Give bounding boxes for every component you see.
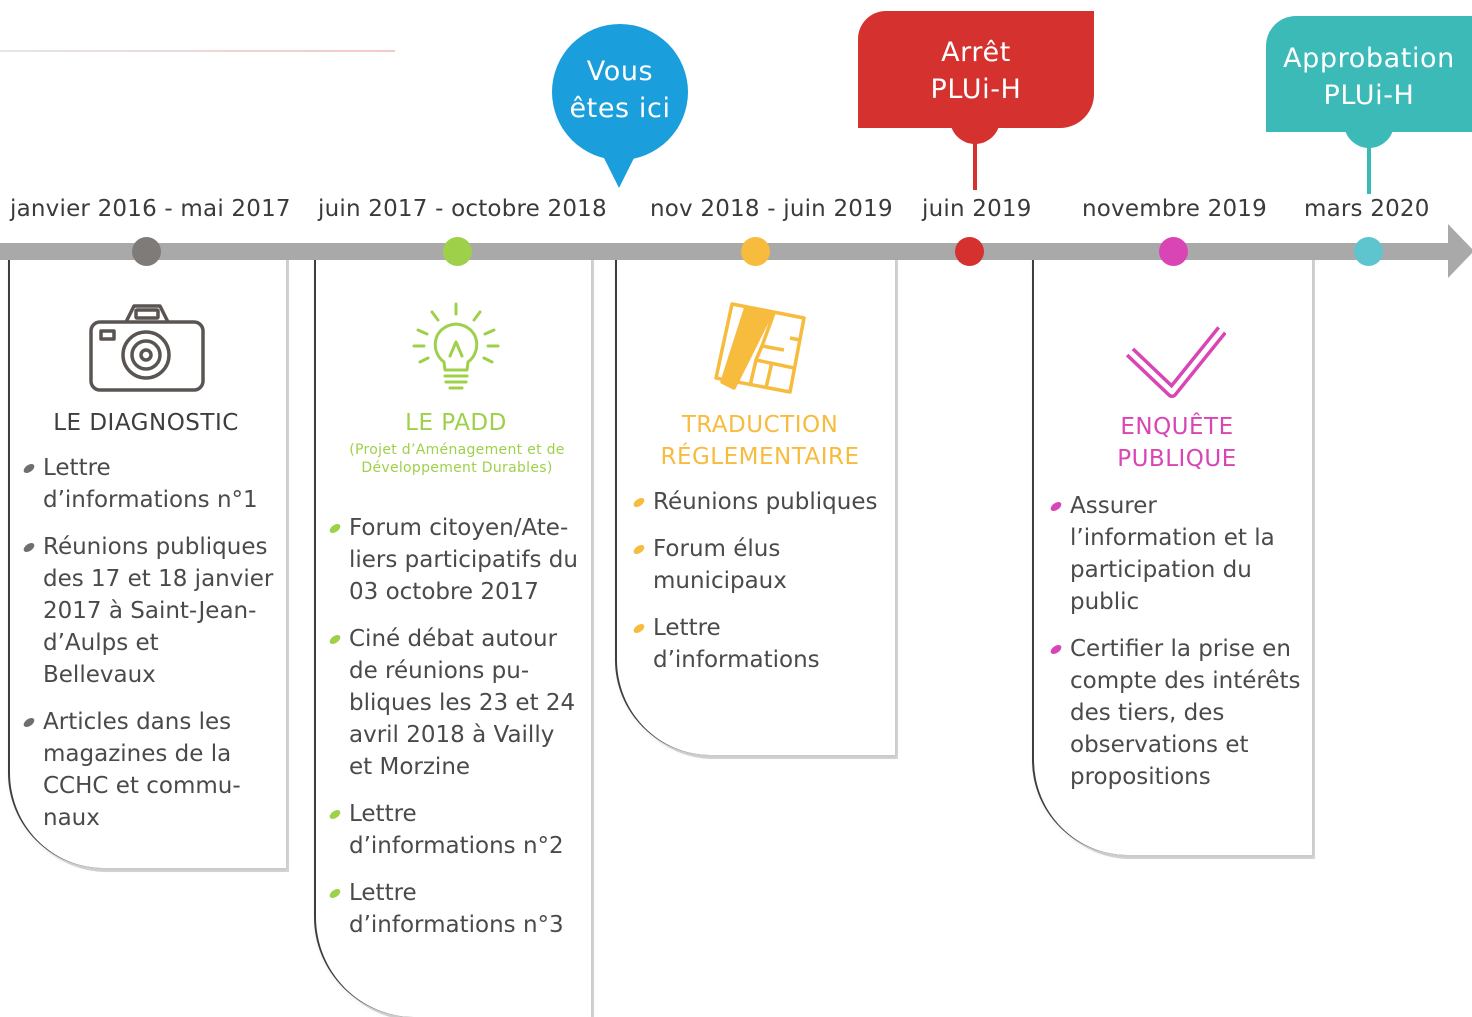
arret-flag-joint [950,118,1000,144]
timeline-dot-traduction [741,237,770,266]
list-item: Ciné débat autour de réunions pu-bliques… [328,623,583,783]
diagnostic-list: Lettre d’informations n°1 Réunions publi… [22,452,278,849]
padd-list: Forum citoyen/Ate-liers participatifs du… [328,512,583,956]
traduction-title-line2: RÉGLEMENTAIRE [660,444,860,470]
list-item: Lettre d’informations n°1 [22,452,278,516]
approbation-pluih-flag: Approbation PLUi-H [1266,16,1472,132]
bullet-icon [328,808,342,821]
timeline-dot-diagnostic [132,237,161,266]
list-item: Lettre d’informations n°3 [328,877,583,941]
timeline-arrowhead [1448,224,1472,278]
phase-card-diagnostic [8,250,286,868]
date-label-arret: juin 2019 [922,196,1032,222]
list-item: Lettre d’informations n°2 [328,798,583,862]
bullet-icon [22,716,36,729]
timeline-dot-approbation [1354,237,1383,266]
phase-card-padd [314,250,591,1017]
you-are-here-line2: êtes ici [569,93,671,124]
bullet-icon [22,462,36,475]
traduction-list: Réunions publiques Forum élus municipaux… [632,486,891,691]
bullet-icon [22,541,36,554]
bullet-icon [632,496,646,509]
bullet-icon [328,887,342,900]
bullet-icon [1049,500,1063,513]
timeline-axis [0,243,1450,260]
approbation-flag-joint [1344,122,1394,148]
list-item: Réunions publiques des 17 et 18 janvier … [22,531,278,691]
enquete-title-line1: ENQUÊTE [1120,414,1234,440]
timeline-dot-enquete [1159,237,1188,266]
timeline-dot-padd [443,237,472,266]
list-item: Forum citoyen/Ate-liers participatifs du… [328,512,583,608]
approbation-line2: PLUi-H [1323,80,1415,111]
enquete-title: ENQUÊTE PUBLIQUE [1042,411,1312,475]
you-are-here-pointer [601,152,637,188]
camera-icon [89,304,205,392]
decorative-line [0,50,395,52]
list-item: Certifier la prise en compte des intérêt… [1049,633,1306,793]
bullet-icon [632,543,646,556]
bullet-icon [328,633,342,646]
enquete-title-line2: PUBLIQUE [1117,446,1237,472]
approbation-flag-stem [1367,130,1371,194]
date-label-enquete: novembre 2019 [1082,196,1267,222]
list-item: Forum élus municipaux [632,533,891,597]
list-item: Articles dans les magazines de la CCHC e… [22,706,278,834]
diagnostic-title: LE DIAGNOSTIC [53,410,239,436]
bullet-icon [632,622,646,635]
traduction-title-line1: TRADUCTION [681,412,839,438]
date-label-traduction: nov 2018 - juin 2019 [650,196,893,222]
you-are-here-line1: Vous [586,56,654,87]
checkmark-icon [1126,326,1226,398]
date-label-approbation: mars 2020 [1304,196,1430,222]
list-item: Assurer l’information et la participatio… [1049,490,1306,618]
arret-line2: PLUi-H [930,74,1022,105]
list-item: Réunions publiques [632,486,891,518]
arret-flag-stem [973,126,977,190]
date-label-diagnostic: janvier 2016 - mai 2017 [10,196,291,222]
list-item: Lettre d’informations [632,612,891,676]
bullet-icon [328,522,342,535]
lightbulb-icon [412,302,500,390]
approbation-line1: Approbation [1283,43,1455,74]
map-icon [714,302,806,394]
arret-pluih-flag: Arrêt PLUi-H [858,11,1094,128]
enquete-list: Assurer l’information et la participatio… [1049,490,1306,808]
padd-subtitle: (Projet d’Aménagement et de Développemen… [349,442,565,476]
date-label-padd: juin 2017 - octobre 2018 [318,196,607,222]
padd-title: LE PADD [405,410,507,436]
traduction-title: TRADUCTION RÉGLEMENTAIRE [625,409,895,473]
arret-line1: Arrêt [941,37,1011,68]
timeline-dot-arret [955,237,984,266]
bullet-icon [1049,643,1063,656]
phase-card-enquete [1032,250,1312,855]
you-are-here-marker: Vous êtes ici [552,24,688,160]
